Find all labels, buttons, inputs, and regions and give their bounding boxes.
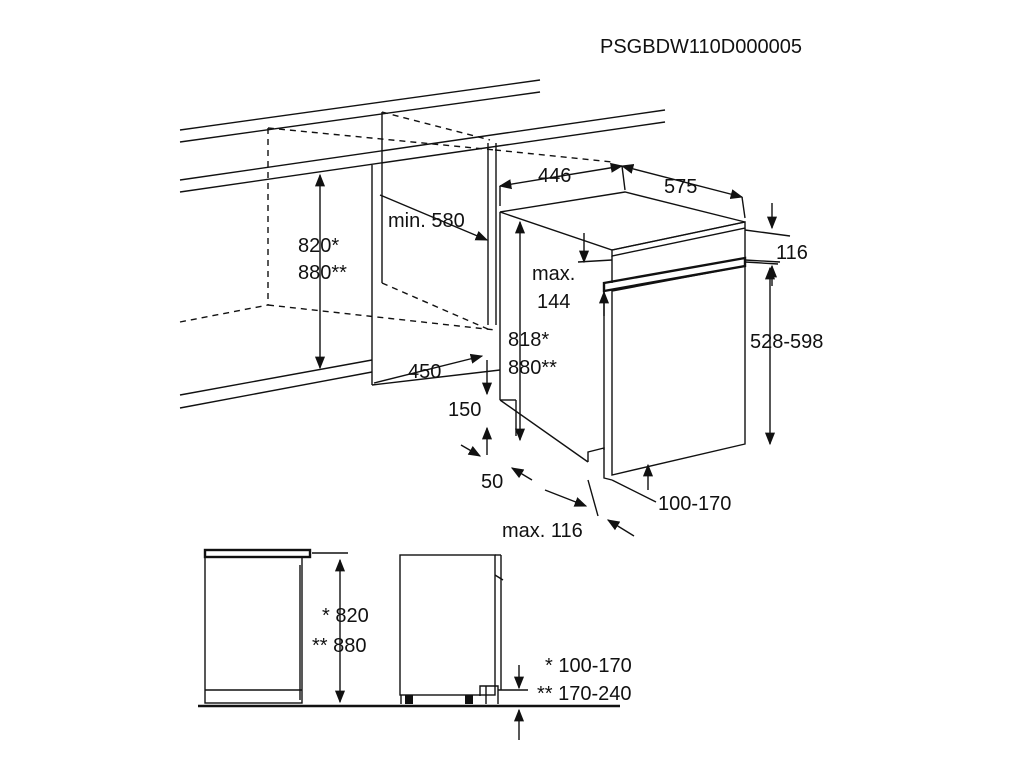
depth-450-label: 450: [408, 361, 441, 383]
plinth-option-label-2: ** 170-240: [537, 683, 632, 705]
max-144-label-1: max.: [532, 263, 575, 285]
front-view-unit: [203, 548, 312, 704]
min-width-label: min. 580: [388, 210, 465, 232]
body-height-label-1: 818*: [508, 329, 549, 351]
cabinet-height-label-2: 880**: [298, 262, 347, 284]
max-116-label: max. 116: [502, 520, 583, 542]
door-height-label: 528-598: [750, 331, 823, 353]
dim-150-label: 150: [448, 399, 481, 421]
plinth-gap-label: 100-170: [658, 493, 731, 515]
max-144-label-2: 144: [537, 291, 570, 313]
dim-50-label: 50: [481, 471, 503, 493]
top-116-label: 116: [776, 242, 808, 264]
plinth-option-label-1: * 100-170: [545, 655, 632, 677]
depth-575-label: 575: [664, 176, 697, 198]
width-446-label: 446: [538, 165, 571, 187]
side-view-unit: [399, 554, 504, 704]
side-height-label-1: * 820: [322, 605, 369, 627]
cabinet-height-label-1: 820*: [298, 235, 339, 257]
drawing-code: PSGBDW110D000005: [600, 36, 802, 58]
side-height-label-2: ** 880: [312, 635, 367, 657]
body-height-label-2: 880**: [508, 357, 557, 379]
